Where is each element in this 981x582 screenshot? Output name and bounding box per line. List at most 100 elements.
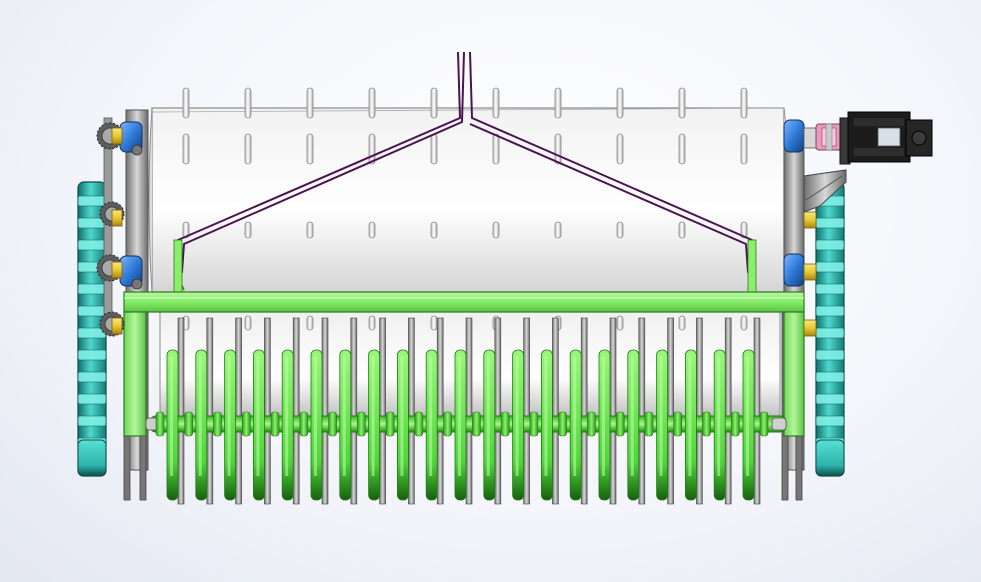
lower-tine <box>430 315 438 331</box>
blade-highlight <box>602 356 605 476</box>
wheel-cleat <box>815 349 845 361</box>
drum-tine <box>492 221 500 239</box>
shaft-coupling <box>803 123 843 151</box>
blade-hub-plate <box>321 317 329 505</box>
drum-tine <box>430 87 438 119</box>
hopper-left-support <box>173 239 183 293</box>
wheel-cleat <box>77 371 107 383</box>
blade-highlight <box>170 356 173 476</box>
blade-highlight <box>688 356 692 476</box>
blade-highlight <box>515 356 519 476</box>
drum-tine <box>554 87 562 119</box>
wheel-cleat <box>815 261 845 273</box>
wheel-cleat <box>815 393 845 405</box>
blade-highlight <box>573 356 577 476</box>
shaft-boss <box>213 411 222 437</box>
drum-tine <box>430 133 438 165</box>
wheel-cleat <box>815 305 845 317</box>
shaft-end-right <box>771 417 787 431</box>
blade-hub-plate <box>667 317 674 505</box>
blade-hub-plate <box>235 317 242 505</box>
drum-tine <box>182 133 190 165</box>
drum-tines <box>182 87 748 239</box>
drum-tine <box>368 87 376 119</box>
shaft-boss <box>299 411 309 437</box>
rotary-blades <box>177 317 761 505</box>
wheel-cleat <box>77 283 107 295</box>
shaft-boss <box>702 411 711 437</box>
wheel-cleat <box>77 195 107 207</box>
shaft-boss <box>328 411 337 437</box>
lower-tine <box>306 315 314 331</box>
wheel-cleat <box>77 415 107 427</box>
blade-highlight <box>256 356 260 476</box>
left-bearings <box>111 121 143 335</box>
shaft-boss <box>443 411 452 437</box>
drum-tine <box>368 221 376 239</box>
drum-tine <box>306 221 314 239</box>
green-frame <box>123 291 805 437</box>
wheel-cleat <box>815 239 845 251</box>
blade-highlight <box>659 356 663 476</box>
drum-tine <box>678 87 686 119</box>
blade-shaft <box>145 411 787 437</box>
hopper-right-support <box>747 239 757 293</box>
lower-tine <box>740 315 748 331</box>
blade-hub-plate <box>753 317 761 505</box>
wheel-cleat <box>77 349 107 361</box>
blade-hub-plate <box>177 317 185 505</box>
wheel-cleat <box>815 327 845 339</box>
wheel-cleat <box>77 305 107 317</box>
blade-hub-plate <box>609 317 617 505</box>
drum-tine <box>492 87 500 119</box>
blade-highlight <box>285 356 289 476</box>
wheel-cleat <box>815 415 845 427</box>
blade-hub-plate <box>580 317 588 505</box>
shaft-boss <box>759 411 769 437</box>
shaft-boss <box>500 411 510 437</box>
blade-highlight <box>746 356 749 476</box>
shaft-boss <box>184 411 194 437</box>
right-wheel <box>815 181 845 477</box>
wheel-cleat <box>815 283 845 295</box>
blade-hub-plate <box>292 317 300 505</box>
blade-highlight <box>400 356 404 476</box>
shaft-boss <box>270 411 280 437</box>
drum-tine <box>740 87 748 119</box>
shaft-boss <box>472 411 481 437</box>
right-bearings <box>783 119 817 337</box>
drum-tine <box>616 87 624 119</box>
blade-highlight <box>630 356 634 476</box>
blade-hub-plate <box>408 317 415 505</box>
motor-bracket <box>803 169 847 213</box>
blade-highlight <box>198 356 202 476</box>
bearing-upper-right <box>783 119 805 153</box>
rotary-blade-fronts <box>166 349 755 501</box>
drum-tine <box>616 133 624 165</box>
frame-left-leg <box>123 311 147 437</box>
blade-hub-plate <box>436 317 444 505</box>
frame-right-leg <box>783 311 805 437</box>
lower-tine <box>368 315 376 331</box>
shaft-boss <box>558 411 567 437</box>
blade-hub-plate <box>724 317 732 505</box>
lower-tine <box>616 315 624 331</box>
wheel-cleat <box>77 239 107 251</box>
wheel-cleat <box>815 217 845 229</box>
drum-tine <box>678 133 686 165</box>
drum-tine <box>678 221 686 239</box>
blade-highlight <box>371 356 375 476</box>
shaft-boss <box>644 411 654 437</box>
drum-tine <box>492 133 500 165</box>
shaft-boss <box>587 411 596 437</box>
blade-hub-plate <box>465 317 473 505</box>
shaft-boss <box>673 411 683 437</box>
blade-highlight <box>717 356 721 476</box>
blade-highlight <box>429 356 433 476</box>
wheel-cleat <box>77 393 107 405</box>
drum-tine <box>182 87 190 119</box>
shaft-boss <box>155 411 165 437</box>
drum-tine <box>182 221 190 239</box>
